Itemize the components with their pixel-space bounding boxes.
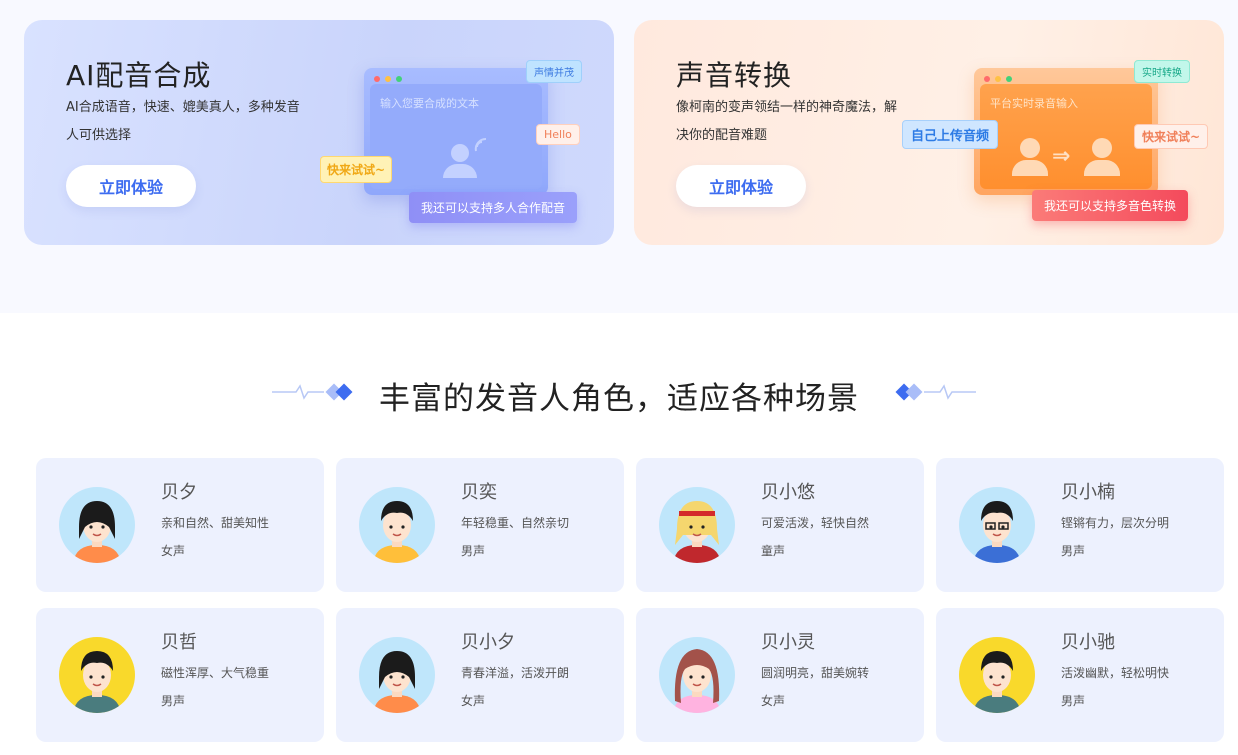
voice-name: 贝小夕 (461, 632, 515, 653)
voice-name: 贝小驰 (1061, 632, 1115, 653)
voice-card[interactable]: 贝小灵 圆润明亮，甜美婉转 女声 (636, 608, 924, 742)
multi-speaker-tag: 我还可以支持多人合作配音 (409, 192, 578, 223)
voice-card[interactable]: 贝小悠 可爱活泼，轻快自然 童声 (636, 458, 924, 592)
voice-gender: 男声 (161, 694, 186, 708)
voice-name: 贝哲 (161, 632, 197, 653)
voice-gender: 男声 (1061, 544, 1086, 558)
ai-card-title: AI配音合成 (66, 59, 212, 92)
voice-card[interactable]: 贝小夕 青春洋溢，活泼开朗 女声 (336, 608, 624, 742)
try-now-tag: 快来试试~ (1134, 124, 1209, 149)
voice-card[interactable]: 贝小驰 活泼幽默，轻松明快 男声 (936, 608, 1224, 742)
glasses-male-avatar-icon (959, 487, 1035, 563)
voice-desc: 圆润明亮，甜美婉转 (761, 666, 870, 680)
voice-card[interactable]: 贝奕 年轻稳重、自然亲切 男声 (336, 458, 624, 592)
realtime-tag: 实时转换 (1134, 60, 1190, 83)
voice-card[interactable]: 贝小楠 铿锵有力，层次分明 男声 (936, 458, 1224, 592)
voice-name: 贝夕 (161, 482, 197, 503)
voice-desc: 亲和自然、甜美知性 (161, 516, 270, 530)
upload-audio-tag: 自己上传音频 (902, 120, 999, 149)
right-decoration-icon (895, 383, 976, 401)
vc-try-button[interactable]: 立即体验 (676, 165, 806, 207)
target-speaker-icon (1080, 132, 1130, 182)
text-input-placeholder: 输入您要合成的文本 (380, 97, 479, 110)
voice-conversion-card: 声音转换 像柯南的变声领结一样的神奇魔法，解决你的配音难题 立即体验 平台实时录… (634, 20, 1224, 245)
voice-desc: 铿锵有力，层次分明 (1061, 516, 1170, 530)
voice-desc: 可爱活泼，轻快自然 (761, 516, 870, 530)
arrow-right-icon: ⇒ (1052, 144, 1071, 169)
source-speaker-icon (1008, 132, 1058, 182)
voice-gender: 男声 (1061, 694, 1086, 708)
male-avatar-icon (959, 637, 1035, 713)
voice-gender: 女声 (761, 694, 786, 708)
voice-desc: 活泼幽默，轻松明快 (1061, 666, 1170, 680)
voice-gender: 童声 (761, 544, 786, 558)
male-avatar-icon (359, 487, 435, 563)
multi-timbre-tag: 我还可以支持多音色转换 (1032, 190, 1189, 221)
voice-gender: 男声 (461, 544, 486, 558)
child-avatar-icon (659, 487, 735, 563)
emotion-tag: 声情并茂 (526, 60, 582, 83)
recording-window: 平台实时录音输入 ⇒ (974, 68, 1158, 195)
voice-desc: 青春洋溢，活泼开朗 (461, 666, 570, 680)
text-input-window: 输入您要合成的文本 (364, 68, 548, 195)
hello-tag: Hello (536, 124, 580, 145)
ai-try-button[interactable]: 立即体验 (66, 165, 196, 207)
female-avatar-icon (359, 637, 435, 713)
voice-desc: 磁性浑厚、大气稳重 (161, 666, 270, 680)
try-now-tag: 快来试试~ (320, 156, 393, 183)
voice-desc: 年轻稳重、自然亲切 (461, 516, 570, 530)
vc-card-desc: 像柯南的变声领结一样的神奇魔法，解决你的配音难题 (676, 100, 898, 143)
voice-card[interactable]: 贝夕 亲和自然、甜美知性 女声 (36, 458, 324, 592)
recording-placeholder: 平台实时录音输入 (990, 97, 1078, 110)
speaker-icon (434, 136, 487, 186)
female-avatar-icon (59, 487, 135, 563)
voice-name: 贝小悠 (761, 482, 815, 503)
ai-card-desc: AI合成语音，快速、媲美真人，多种发音人可供选择 (66, 100, 300, 143)
ai-dubbing-card: AI配音合成 AI合成语音，快速、媲美真人，多种发音人可供选择 立即体验 输入您… (24, 20, 614, 245)
long-hair-female-avatar-icon (659, 637, 735, 713)
voice-gender: 女声 (161, 544, 186, 558)
voice-card[interactable]: 贝哲 磁性浑厚、大气稳重 男声 (36, 608, 324, 742)
section-title: 丰富的发音人角色，适应各种场景 (379, 381, 859, 417)
male-avatar-icon (59, 637, 135, 713)
voice-gender: 女声 (461, 694, 486, 708)
voice-name: 贝小灵 (761, 632, 815, 653)
vc-card-title: 声音转换 (676, 59, 793, 92)
left-decoration-icon (272, 383, 353, 401)
voice-name: 贝小楠 (1061, 482, 1115, 503)
voice-name: 贝奕 (461, 482, 497, 503)
